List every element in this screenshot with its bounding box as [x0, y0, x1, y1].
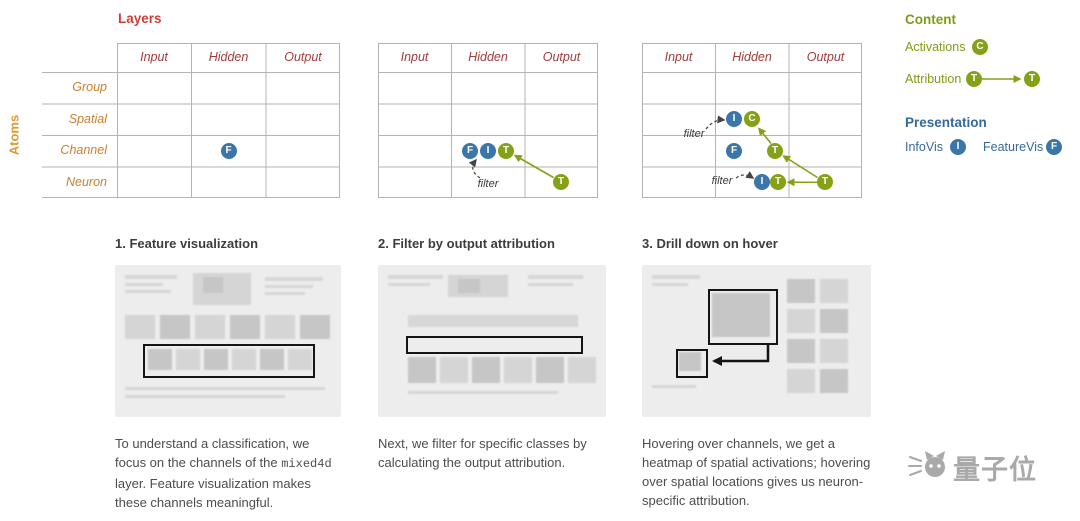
panel-caption-2: 2. Filter by output attribution	[378, 236, 555, 251]
body-text-segment: Next, we filter for specific classes by …	[378, 436, 587, 470]
grid-panel-3: Input Hidden Output I C F T I T T filter…	[642, 43, 862, 198]
featurevis-label: FeatureVis	[983, 140, 1044, 154]
col-header-output: Output	[806, 50, 845, 64]
panel-body-3: Hovering over channels, we get a heatmap…	[642, 434, 874, 512]
filter-dashed-arrow	[468, 158, 481, 179]
col-header-hidden: Hidden	[732, 50, 772, 64]
layers-heading: Layers	[118, 11, 162, 26]
thumbnail-blur-content	[378, 265, 606, 417]
col-header-output: Output	[542, 50, 581, 64]
row-label-spatial: Spatial	[68, 111, 107, 126]
attribution-arrow	[513, 154, 554, 179]
highlight-box-spatial	[676, 349, 708, 378]
grid-lines-svg	[42, 43, 340, 198]
attribution-badge: T	[770, 174, 786, 191]
col-header-output: Output	[284, 50, 322, 64]
col-header-input: Input	[140, 50, 168, 64]
col-header-hidden: Hidden	[468, 50, 508, 64]
filter-label: filter	[477, 178, 499, 190]
infovis-label: InfoVis	[905, 140, 943, 154]
highlight-box	[143, 344, 315, 378]
atoms-heading: Atoms	[6, 114, 22, 156]
panel-body-1: To understand a classification, we focus…	[115, 434, 341, 512]
highlight-box	[406, 336, 583, 354]
qbitai-watermark: 量子位	[908, 447, 1037, 487]
activations-label: Activations	[905, 40, 966, 54]
attribution-badge: T	[966, 71, 982, 87]
featurevis-badge: F	[1046, 139, 1062, 155]
attribution-arrow-channel	[782, 155, 818, 179]
panel-caption-1: 1. Feature visualization	[115, 236, 259, 251]
attribution-badge: T	[767, 142, 783, 159]
grid-panel-1: Input Hidden Output Group Spatial Channe…	[42, 43, 340, 198]
thumbnail-blur-content	[642, 265, 871, 417]
infovis-badge: I	[950, 139, 966, 155]
featurevis-badge: F	[462, 142, 478, 159]
filter-dashed-arrow-top	[705, 115, 726, 130]
qbitai-logo-icon	[908, 451, 945, 477]
screenshot-thumbnail-1	[115, 265, 341, 417]
featurevis-badge: F	[220, 142, 237, 159]
row-label-neuron: Neuron	[66, 174, 107, 189]
activations-badge: C	[744, 111, 760, 128]
screenshot-thumbnail-2	[378, 265, 606, 417]
attribution-badge: T	[1024, 71, 1040, 87]
infovis-badge: I	[480, 142, 496, 159]
attribution-badge: T	[817, 174, 833, 191]
presentation-heading: Presentation	[905, 115, 987, 130]
row-label-channel: Channel	[60, 143, 107, 157]
screenshot-thumbnail-3	[642, 265, 871, 417]
thumbnail-blur-content	[115, 265, 341, 417]
panel-caption-3: 3. Drill down on hover	[642, 236, 778, 251]
attribution-badge: T	[498, 142, 514, 159]
content-heading: Content	[905, 12, 956, 27]
code-mixed4d: mixed4d	[281, 457, 332, 471]
row-label-group: Group	[72, 80, 107, 94]
grid-lines-arrows-svg	[378, 43, 598, 198]
body-text-segment: Hovering over channels, we get a heatmap…	[642, 436, 871, 508]
body-text-segment: To understand a classification, we focus…	[115, 436, 310, 470]
attribution-legend-arrow	[982, 75, 1022, 83]
panel-body-2: Next, we filter for specific classes by …	[378, 434, 610, 474]
attribution-badge: T	[553, 174, 569, 191]
featurevis-badge: F	[726, 142, 742, 159]
infovis-badge: I	[754, 174, 770, 191]
filter-label: filter	[683, 128, 705, 140]
filter-dashed-arrow-bottom	[735, 171, 755, 179]
activations-badge: C	[972, 39, 988, 55]
body-text-segment: layer. Feature visualization makes these…	[115, 476, 311, 510]
filter-label: filter	[711, 175, 733, 187]
drill-down-arrow	[712, 343, 770, 366]
grid-panel-2: Input Hidden Output F I T T filter	[378, 43, 598, 198]
attribution-arrow-spatial	[758, 127, 772, 144]
grid-lines-arrows-svg	[642, 43, 862, 198]
col-header-input: Input	[664, 50, 693, 64]
watermark-text: 量子位	[953, 454, 1037, 485]
col-header-hidden: Hidden	[208, 50, 249, 64]
infovis-badge: I	[726, 111, 742, 128]
highlight-box-channel	[708, 289, 778, 345]
attribution-label: Attribution	[905, 72, 962, 86]
col-header-input: Input	[400, 50, 429, 64]
